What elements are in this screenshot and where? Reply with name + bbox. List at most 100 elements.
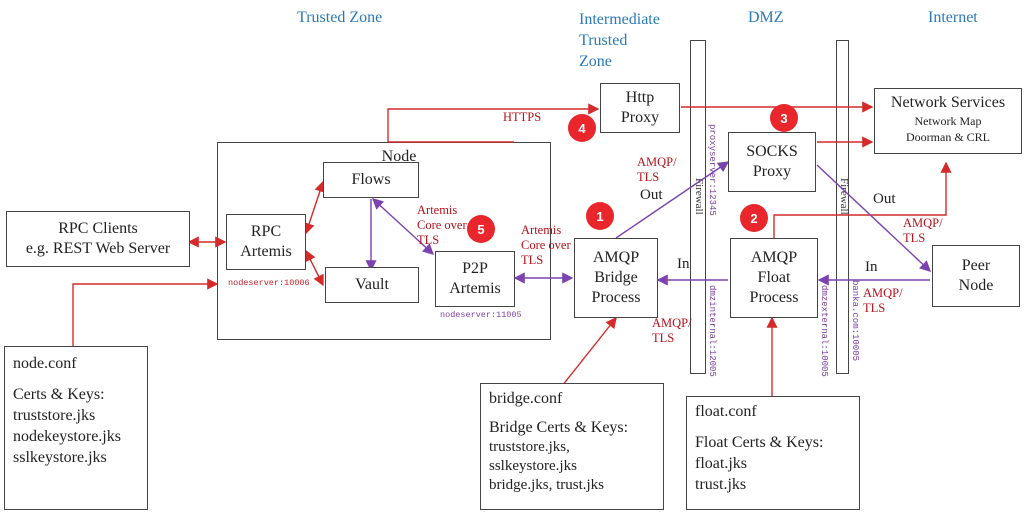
out-left-label: Out bbox=[640, 187, 663, 203]
line-bridge-to-socks bbox=[615, 161, 730, 239]
amqp-float-line1: AMQP bbox=[750, 249, 798, 266]
artemis-right-line3: TLS bbox=[521, 253, 544, 267]
artemis-left-line1: Artemis bbox=[417, 203, 458, 217]
line-node-to-http-proxy bbox=[387, 103, 600, 142]
http-proxy-box: Http Proxy bbox=[600, 83, 680, 133]
amqp-float-line3: Process bbox=[749, 289, 799, 306]
amqp-tls-bottom-line2: TLS bbox=[652, 331, 675, 345]
line-flows-p2p bbox=[371, 198, 435, 255]
amqp-float-line2: Float bbox=[757, 269, 791, 286]
badge-1: 1 bbox=[586, 202, 614, 230]
badge-3: 3 bbox=[770, 104, 798, 132]
amqp-tls-right-top-label: AMQP/ TLS bbox=[903, 216, 943, 246]
artemis-left-line2: Core over bbox=[417, 218, 467, 232]
peer-node-line1: Peer bbox=[961, 257, 991, 274]
node-conf-item: sslkeystore.jks bbox=[13, 449, 107, 466]
zone-internet: Internet bbox=[928, 9, 978, 26]
amqp-tls-right-bottom-label: AMQP/ TLS bbox=[863, 286, 903, 316]
amqp-float-box: AMQP Float Process bbox=[730, 238, 818, 318]
peer-node-line2: Node bbox=[958, 277, 994, 294]
float-conf-item: float.jks bbox=[695, 455, 747, 472]
amqp-bridge-box: AMQP Bridge Process bbox=[574, 238, 658, 318]
zone-trusted: Trusted Zone bbox=[297, 9, 383, 26]
vault-box: Vault bbox=[325, 267, 419, 303]
bridge-conf-item: sslkeystore.jks bbox=[489, 458, 577, 474]
rpc-clients-box: RPC Clients e.g. REST Web Server bbox=[6, 211, 190, 267]
line-nodeconf-to-node bbox=[72, 278, 219, 346]
rpc-clients-line1: RPC Clients bbox=[58, 220, 138, 237]
line-socks-to-peer bbox=[816, 164, 932, 272]
bridge-conf-box: bridge.conf Bridge Certs & Keys: trustst… bbox=[480, 383, 664, 510]
socks-proxy-line1: SOCKS bbox=[746, 143, 798, 160]
amqp-tls-right-bottom-line2: TLS bbox=[863, 301, 886, 315]
network-map-label: Network Map bbox=[914, 114, 982, 128]
amqp-tls-top-line1: AMQP/ bbox=[637, 155, 677, 169]
rpc-artemis-box: RPC Artemis bbox=[226, 214, 306, 270]
dmzinternal-label: dmzinternal:12005 bbox=[707, 285, 717, 377]
amqp-bridge-line1: AMQP bbox=[592, 249, 640, 266]
zone-intermediate: Intermediate Trusted Zone bbox=[579, 9, 660, 72]
http-proxy-line2: Proxy bbox=[620, 109, 660, 126]
amqp-tls-right-bottom-line1: AMQP/ bbox=[863, 286, 903, 300]
p2p-artemis-line2: Artemis bbox=[449, 280, 501, 297]
out-right-label: Out bbox=[873, 191, 896, 207]
socks-proxy-box: SOCKS Proxy bbox=[728, 132, 816, 192]
node-conf-title: node.conf bbox=[13, 355, 77, 372]
http-proxy-line1: Http bbox=[625, 89, 655, 106]
amqp-tls-top-line2: TLS bbox=[637, 170, 660, 184]
network-services-box: Network Services Network Map Doorman & C… bbox=[874, 88, 1022, 154]
network-services-title: Network Services bbox=[890, 94, 1006, 111]
amqp-tls-right-top-line2: TLS bbox=[903, 231, 926, 245]
rpc-clients-line2: e.g. REST Web Server bbox=[25, 240, 171, 257]
proxyserver-label: proxyserver:12345 bbox=[707, 124, 717, 216]
amqp-tls-bottom-label: AMQP/ TLS bbox=[652, 316, 692, 346]
vault-label: Vault bbox=[355, 276, 389, 293]
in-left-label: In bbox=[677, 256, 690, 272]
flows-label: Flows bbox=[351, 171, 391, 188]
bridge-conf-item: bridge.jks, trust.jks bbox=[489, 477, 604, 493]
in-right-label: In bbox=[865, 259, 878, 275]
p2p-artemis-box: P2P Artemis bbox=[435, 251, 515, 307]
nodeserver-11005-label: nodeserver:11005 bbox=[440, 310, 522, 320]
artemis-right-line2: Core over bbox=[521, 238, 571, 252]
badge-5: 5 bbox=[467, 215, 495, 243]
firewall-left bbox=[690, 40, 706, 374]
line-rpc-flows bbox=[303, 180, 326, 235]
bridge-conf-item: truststore.jks, bbox=[489, 439, 570, 455]
artemis-core-right-label: Artemis Core over TLS bbox=[521, 223, 571, 268]
zone-intermediate-line3: Zone bbox=[579, 53, 612, 70]
artemis-right-line1: Artemis bbox=[521, 223, 562, 237]
node-conf-item: truststore.jks bbox=[13, 407, 96, 424]
node-conf-item: nodekeystore.jks bbox=[13, 428, 121, 445]
nodeserver-10006-label: nodeserver:10006 bbox=[228, 278, 310, 288]
amqp-tls-bottom-line1: AMQP/ bbox=[652, 316, 692, 330]
line-bridgeconf-to-bridge bbox=[561, 316, 617, 387]
peer-node-box: Peer Node bbox=[932, 245, 1020, 307]
zone-intermediate-line2: Trusted bbox=[579, 32, 628, 49]
https-label: HTTPS bbox=[503, 110, 542, 124]
bridge-conf-title: bridge.conf bbox=[489, 390, 563, 407]
float-conf-box: float.conf Float Certs & Keys: float.jks… bbox=[686, 396, 860, 510]
amqp-bridge-line2: Bridge bbox=[594, 269, 638, 286]
firewall-right bbox=[836, 40, 849, 374]
float-conf-heading: Float Certs & Keys: bbox=[695, 434, 824, 451]
float-conf-item: trust.jks bbox=[695, 476, 747, 493]
line-rpc-vault bbox=[305, 249, 324, 287]
banka-label: banka.com:10005 bbox=[850, 280, 860, 362]
rpc-artemis-line2: Artemis bbox=[240, 243, 292, 260]
amqp-tls-right-top-line1: AMQP/ bbox=[903, 216, 943, 230]
amqp-bridge-line3: Process bbox=[591, 289, 641, 306]
artemis-left-line3: TLS bbox=[417, 233, 440, 247]
zone-intermediate-line1: Intermediate bbox=[579, 11, 660, 28]
bridge-conf-heading: Bridge Certs & Keys: bbox=[489, 419, 629, 436]
amqp-tls-top-label: AMQP/ TLS bbox=[637, 155, 677, 185]
float-conf-title: float.conf bbox=[695, 403, 757, 420]
line-float-to-netservices bbox=[773, 161, 952, 238]
socks-proxy-line2: Proxy bbox=[752, 163, 792, 180]
dmzexternal-label: dmzexternal:10005 bbox=[819, 285, 829, 377]
badge-2: 2 bbox=[740, 204, 768, 232]
doorman-crl-label: Doorman & CRL bbox=[906, 130, 990, 144]
flows-box: Flows bbox=[323, 162, 419, 198]
rpc-artemis-line1: RPC bbox=[250, 223, 282, 240]
node-conf-heading: Certs & Keys: bbox=[13, 386, 105, 403]
